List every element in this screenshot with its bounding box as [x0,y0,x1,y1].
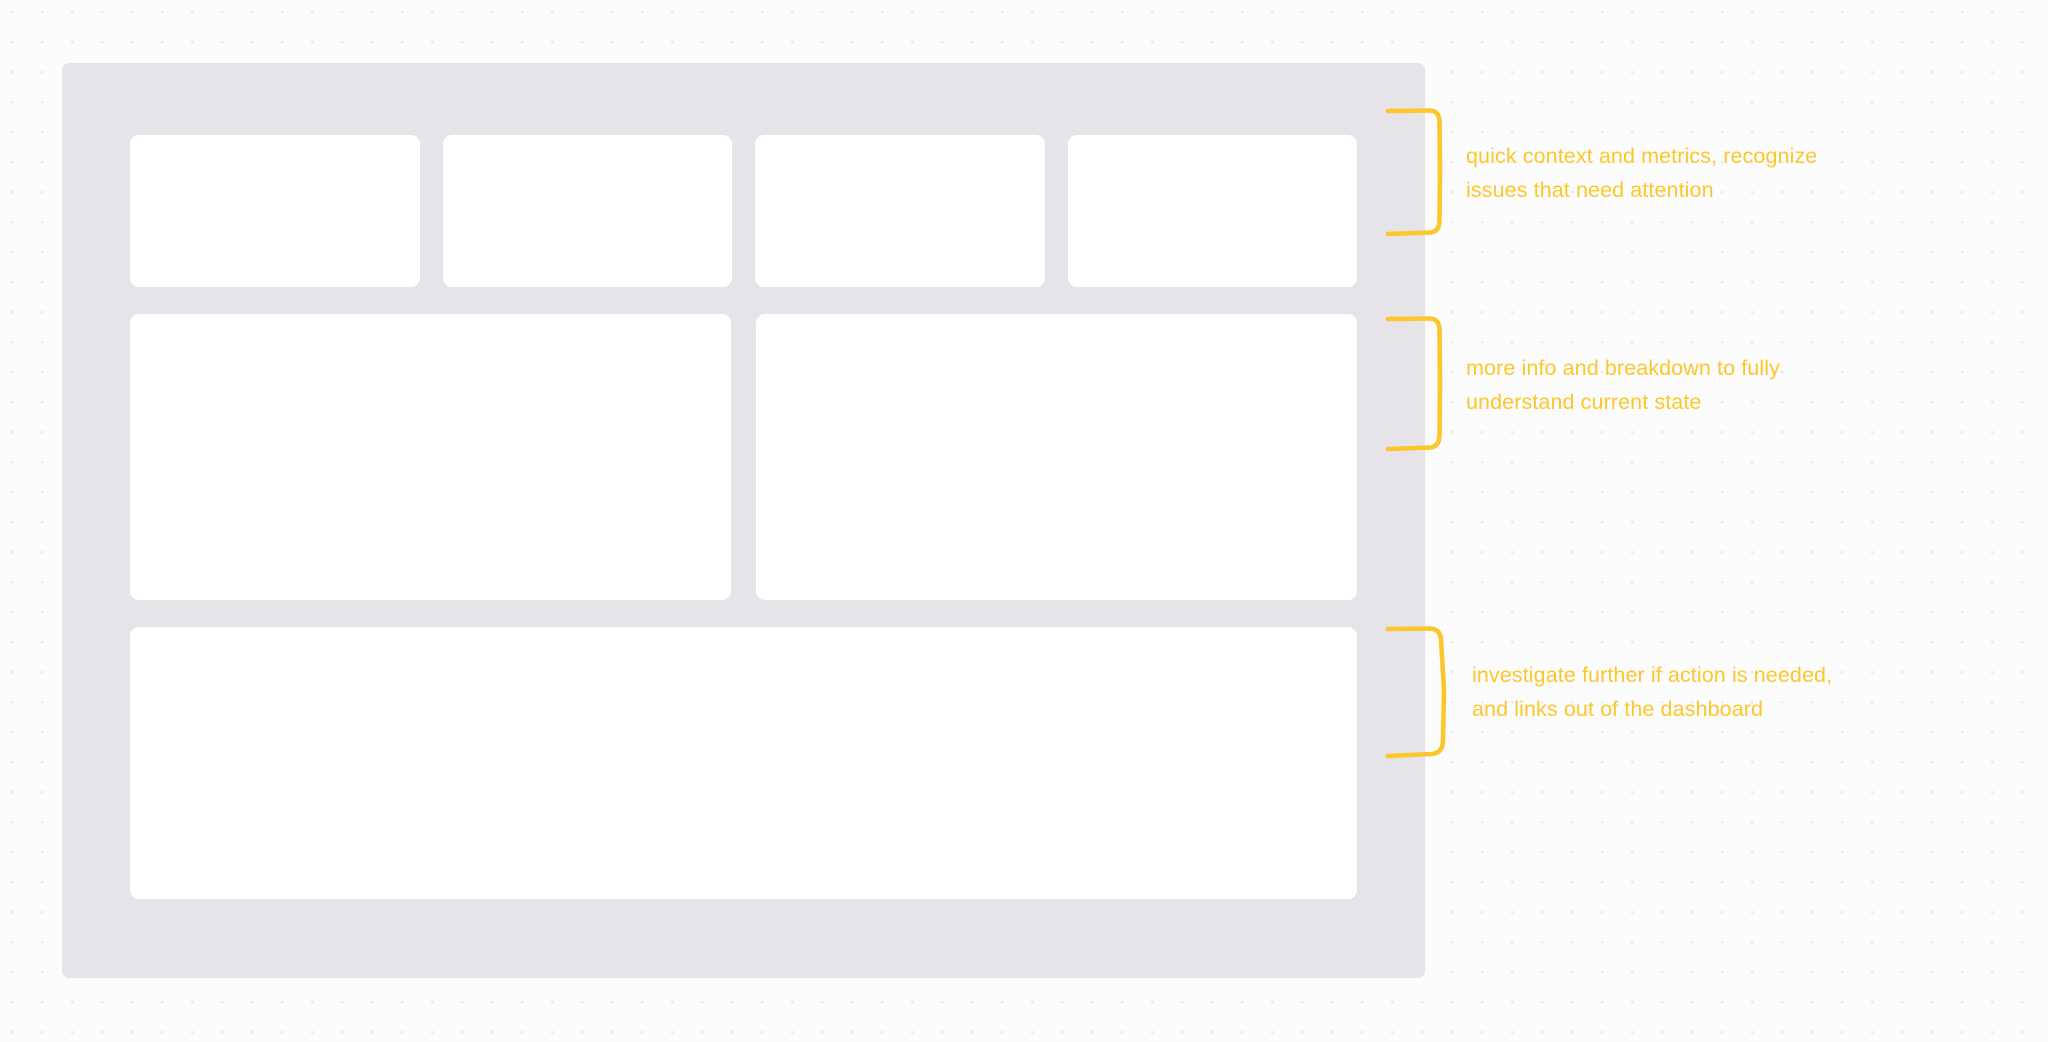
annotation-panel-text: more info and breakdown to fully underst… [1466,355,1780,414]
annotation-wide-text: investigate further if action is needed,… [1472,663,1833,721]
panel-row [130,314,1357,600]
kpi-row [130,135,1357,287]
wide-row [130,627,1357,899]
bracket-icon [1385,626,1447,759]
wide-card[interactable] [130,627,1357,899]
annotation-kpi-text: quick context and metrics, recognize iss… [1466,144,1818,202]
bracket-icon [1385,316,1443,452]
annotation-panel-row: more info and breakdown to fully underst… [1385,316,1780,453]
dashboard-wireframe-container [62,63,1425,978]
bracket-icon [1385,108,1443,237]
kpi-card-2[interactable] [442,135,732,287]
annotation-wide-row: investigate further if action is needed,… [1385,626,1833,759]
kpi-card-1[interactable] [130,135,420,287]
annotation-kpi-row: quick context and metrics, recognize iss… [1385,108,1818,238]
panel-card-right[interactable] [756,314,1357,600]
kpi-card-4[interactable] [1067,135,1357,287]
panel-card-left[interactable] [130,314,731,600]
kpi-card-3[interactable] [755,135,1045,287]
